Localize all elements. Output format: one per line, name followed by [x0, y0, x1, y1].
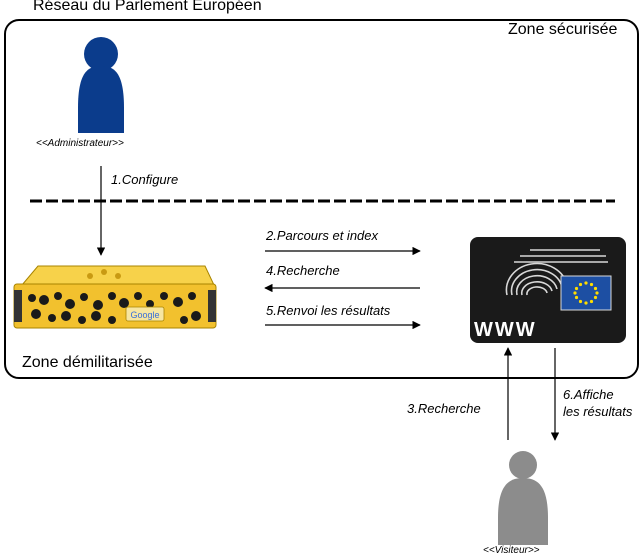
step-visitor-search: 3.Recherche: [407, 401, 481, 416]
step-display-results-line1: 6.Affiche: [563, 387, 614, 402]
step-display-results: 6.Affiche les résultats: [563, 386, 632, 420]
server-badge: Google: [130, 310, 159, 320]
website-label: WWW: [474, 319, 537, 341]
step-configure: 1.Configure: [111, 172, 179, 187]
eu-stars: [573, 281, 599, 305]
search-appliance-icon: [13, 265, 217, 329]
step-crawl-index: 2.Parcours et index: [266, 228, 379, 243]
admin-label: <<Administrateur>>: [36, 138, 124, 149]
zone-dmz-label: Zone démilitarisée: [22, 354, 153, 371]
european-parliament-icon: [505, 249, 608, 296]
website-box: [470, 237, 626, 343]
visitor-icon: [498, 451, 548, 545]
step-return-results: 5.Renvoi les résultats: [266, 303, 391, 318]
step-display-results-line2: les résultats: [563, 404, 633, 419]
visitor-label: <<Visiteur>>: [483, 545, 540, 556]
zone-secure-label: Zone sécurisée: [508, 21, 618, 38]
admin-icon: [78, 37, 124, 133]
step-search-dmz: 4.Recherche: [266, 263, 340, 278]
network-boundary: [4, 19, 639, 379]
eu-flag-icon: [560, 275, 612, 311]
network-title: Réseau du Parlement Européen: [33, 0, 262, 14]
